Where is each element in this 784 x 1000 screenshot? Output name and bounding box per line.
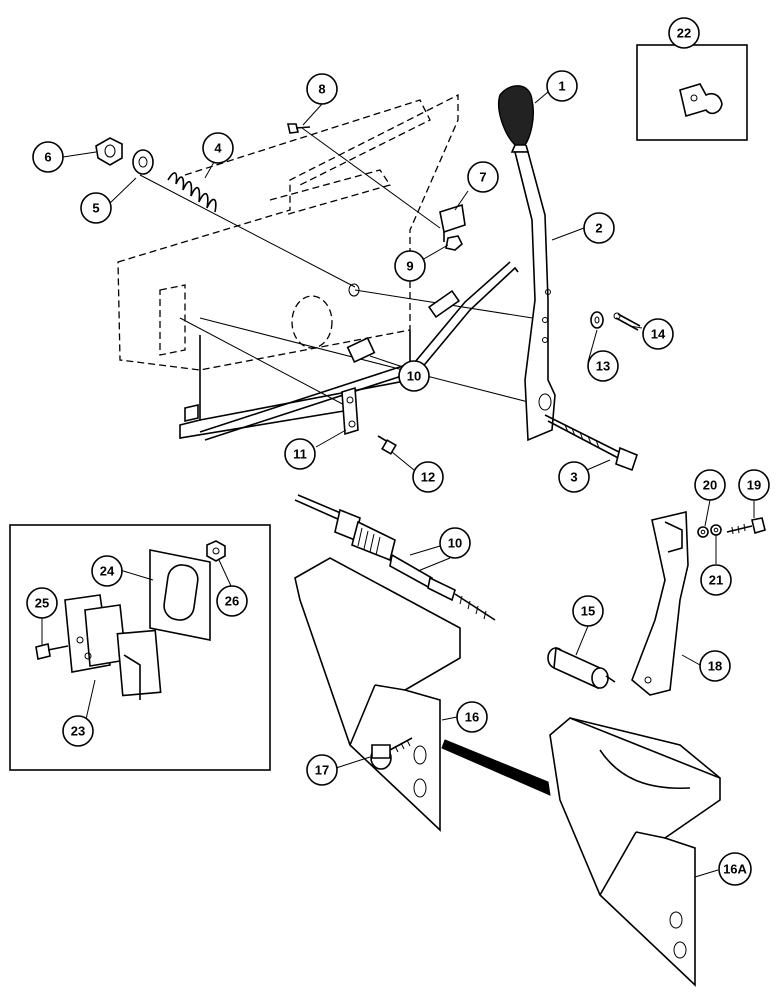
svg-text:5: 5 <box>92 201 99 216</box>
callout-9: 9 <box>394 250 426 282</box>
svg-text:10: 10 <box>448 536 462 551</box>
callout-3: 3 <box>558 461 590 493</box>
callout-17: 17 <box>306 754 338 786</box>
nut-6 <box>95 137 123 166</box>
callout-24: 24 <box>91 555 123 587</box>
washer-13 <box>590 311 604 329</box>
bracket-18 <box>631 510 689 696</box>
svg-text:10: 10 <box>407 369 421 384</box>
callout-25: 25 <box>26 587 58 619</box>
callout-16: 16 <box>456 701 488 733</box>
callout-21: 21 <box>700 564 732 596</box>
callout-14: 14 <box>642 318 674 350</box>
svg-text:16: 16 <box>465 710 479 725</box>
callout-6: 6 <box>32 141 64 173</box>
svg-text:26: 26 <box>225 594 239 609</box>
cotter-pin-14 <box>613 312 641 331</box>
svg-text:18: 18 <box>708 659 722 674</box>
callout-11: 11 <box>284 438 316 470</box>
svg-text:24: 24 <box>100 564 115 579</box>
svg-text:22: 22 <box>677 26 691 41</box>
washer-20 <box>697 526 709 538</box>
svg-text:14: 14 <box>651 327 666 342</box>
svg-text:3: 3 <box>570 470 577 485</box>
svg-text:16A: 16A <box>723 862 747 877</box>
callout-7: 7 <box>467 161 499 193</box>
callout-4: 4 <box>202 132 234 164</box>
bolt-17 <box>370 737 413 770</box>
shift-lever-2 <box>513 151 556 442</box>
callout-19: 19 <box>738 469 770 501</box>
svg-text:25: 25 <box>35 596 49 611</box>
cover-plate-16a <box>549 717 721 987</box>
callout-10-upper: 10 <box>398 360 430 392</box>
svg-text:4: 4 <box>214 141 222 156</box>
svg-text:9: 9 <box>406 259 413 274</box>
svg-text:12: 12 <box>421 470 435 485</box>
callout-13: 13 <box>587 350 619 382</box>
callout-2: 2 <box>583 212 615 244</box>
variant-arrow <box>441 739 551 796</box>
inset-box-23-26 <box>9 524 271 771</box>
svg-text:15: 15 <box>581 604 595 619</box>
bolt-19 <box>726 517 766 535</box>
svg-text:23: 23 <box>71 724 85 739</box>
bolt-3 <box>544 414 638 472</box>
callout-22: 22 <box>668 17 700 49</box>
callout-16a: 16A <box>718 852 752 886</box>
callout-23: 23 <box>62 715 94 747</box>
mounting-plate-outline <box>117 93 459 371</box>
callout-12: 12 <box>412 461 444 493</box>
callout-8: 8 <box>306 73 338 105</box>
spring-4 <box>167 172 217 213</box>
washer-5 <box>132 149 154 175</box>
callout-5: 5 <box>80 192 112 224</box>
svg-text:6: 6 <box>44 150 51 165</box>
shift-knob-1 <box>498 85 534 153</box>
bracket-7 <box>439 203 466 242</box>
svg-text:1: 1 <box>558 79 565 94</box>
callout-1: 1 <box>546 70 578 102</box>
svg-text:2: 2 <box>595 221 602 236</box>
cover-plate-16 <box>294 557 461 832</box>
callout-18: 18 <box>699 650 731 682</box>
svg-text:21: 21 <box>709 573 723 588</box>
svg-text:11: 11 <box>293 447 307 462</box>
svg-text:13: 13 <box>596 359 610 374</box>
lock-washer-21 <box>710 524 722 536</box>
svg-text:19: 19 <box>747 478 761 493</box>
bolt-12 <box>377 435 397 455</box>
cable-clamp-11 <box>341 386 359 436</box>
callout-20: 20 <box>694 469 726 501</box>
svg-text:20: 20 <box>703 478 717 493</box>
svg-text:7: 7 <box>479 170 486 185</box>
screw-8 <box>287 123 311 134</box>
control-cable-lower <box>294 494 496 621</box>
clip-ring <box>348 283 360 297</box>
svg-text:8: 8 <box>318 82 325 97</box>
switch-15 <box>547 646 616 690</box>
callout-15: 15 <box>572 595 604 627</box>
callout-26: 26 <box>216 585 248 617</box>
callout-10-lower: 10 <box>439 527 471 559</box>
svg-text:17: 17 <box>315 763 329 778</box>
